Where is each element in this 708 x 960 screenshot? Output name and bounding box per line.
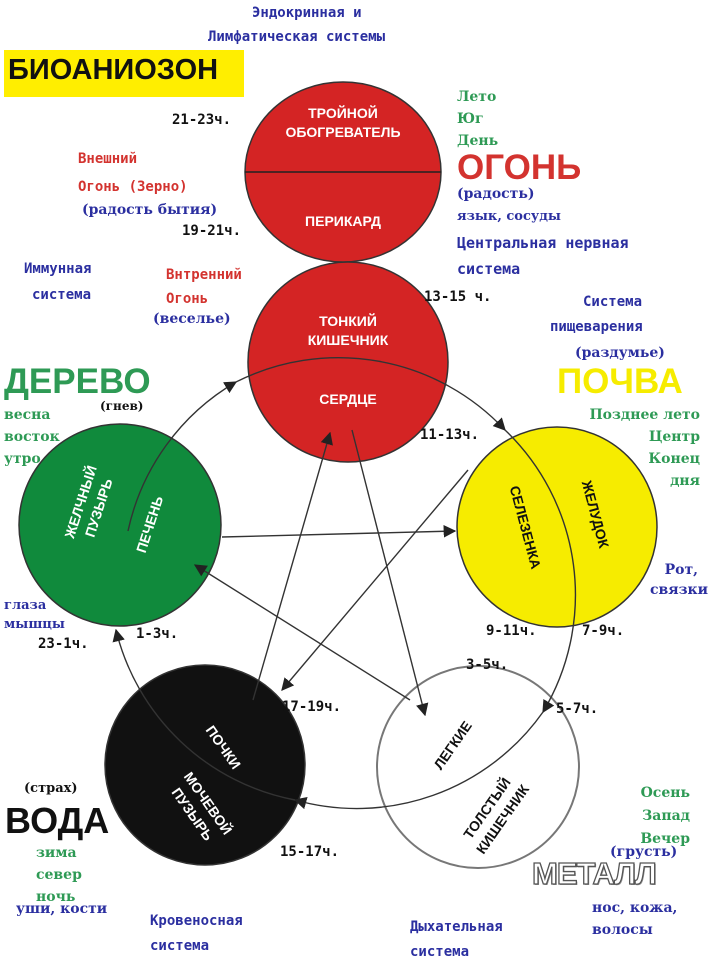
fire-direction: Юг bbox=[457, 111, 484, 127]
time-9-11: 9-11ч. bbox=[486, 623, 537, 639]
small-intestine-line1: ТОНКИЙ bbox=[319, 313, 377, 329]
time-21-23: 21-23ч. bbox=[172, 112, 232, 128]
earth-emotion: (раздумье) bbox=[575, 345, 665, 361]
immune-label-2: система bbox=[32, 287, 92, 303]
pericardium-label: ПЕРИКАРД bbox=[305, 213, 381, 229]
water-season-list: зима север ночь bbox=[36, 842, 82, 908]
immune-label-1: Иммунная bbox=[24, 261, 92, 277]
fire-emotion: (радость) bbox=[457, 186, 535, 202]
lymphatic-system-label: Лимфатическая системы bbox=[208, 29, 386, 45]
time-7-9: 7-9ч. bbox=[582, 623, 625, 639]
triple-warmer-line1: ТРОЙНОЙ bbox=[308, 105, 378, 121]
earth-time-2: дня bbox=[670, 473, 700, 489]
wood-circle bbox=[18, 423, 222, 627]
earth-sense-ligaments: связки bbox=[650, 582, 708, 598]
water-direction: север bbox=[36, 867, 82, 883]
time-15-17: 15-17ч. bbox=[280, 844, 340, 860]
cycle-arrow-water-wood bbox=[112, 628, 296, 801]
respiratory-label-1: Дыхательная bbox=[410, 919, 503, 935]
fire-time-of-day: День bbox=[457, 133, 499, 149]
circulatory-label-2: система bbox=[150, 938, 210, 954]
control-arrow-fire-metal bbox=[351, 429, 429, 717]
water-element-title: ВОДА bbox=[5, 800, 110, 841]
control-arrow-water-fire bbox=[252, 431, 333, 701]
time-1-3: 1-3ч. bbox=[136, 626, 179, 642]
inner-fire-label-2: Огонь bbox=[166, 291, 209, 307]
circulatory-label-1: Кровеносная bbox=[150, 913, 243, 929]
wood-element-title: ДЕРЕВО bbox=[4, 362, 151, 401]
fire-lower-circle bbox=[247, 261, 449, 463]
earth-element-title: ПОЧВА bbox=[557, 362, 683, 401]
digestive-label-1: Система bbox=[583, 294, 643, 310]
metal-direction: Запад bbox=[642, 808, 690, 824]
wood-season-list: весна восток утро bbox=[4, 404, 60, 470]
respiratory-label-2: система bbox=[410, 944, 470, 960]
control-arrow-earth-water bbox=[281, 469, 469, 691]
metal-sense-nose-skin: нос, кожа, bbox=[592, 900, 678, 916]
cns-label-1: Центральная нервная bbox=[457, 234, 629, 252]
small-intestine-label: ТОНКИЙ КИШЕЧНИК bbox=[265, 312, 431, 350]
metal-circle bbox=[376, 665, 580, 869]
digestive-label-2: пищеварения bbox=[550, 319, 643, 335]
metal-organs-sense: нос, кожа, волосы bbox=[592, 897, 677, 941]
water-circle bbox=[104, 664, 306, 866]
outer-fire-emotion: (радость бытия) bbox=[82, 202, 218, 218]
time-5-7: 5-7ч. bbox=[556, 701, 599, 717]
time-3-5: 3-5ч. bbox=[466, 657, 509, 673]
metal-season: Осень bbox=[640, 785, 690, 801]
fire-season: Лето bbox=[457, 89, 497, 105]
page-title: БИОАНИОЗОН bbox=[4, 50, 244, 97]
endocrine-system-label: Эндокринная и bbox=[252, 5, 362, 21]
water-season: зима bbox=[36, 845, 77, 861]
fire-element-title: ОГОНЬ bbox=[457, 148, 582, 187]
water-organs-sense: уши, кости bbox=[16, 901, 108, 917]
control-arrow-wood-earth bbox=[221, 524, 457, 538]
wood-emotion: (гнев) bbox=[100, 399, 144, 413]
cycle-arrow-metal-water bbox=[293, 711, 544, 810]
inner-fire-label-1: Внтренний bbox=[166, 267, 242, 283]
control-arrow-metal-wood bbox=[193, 564, 411, 701]
time-17-19: 17-19ч. bbox=[282, 699, 342, 715]
time-23-1: 23-1ч. bbox=[38, 636, 89, 652]
metal-emotion: (грусть) bbox=[610, 844, 678, 860]
time-11-13: 11-13ч. bbox=[420, 427, 480, 443]
metal-time-of-day: Вечер bbox=[640, 831, 690, 847]
wood-sense-muscles: мышцы bbox=[4, 617, 65, 632]
water-time-of-day: ночь bbox=[36, 889, 76, 905]
triple-warmer-label: ТРОЙНОЙ ОБОГРЕВАТЕЛЬ bbox=[260, 104, 426, 142]
outer-fire-label-1: Внешний bbox=[78, 151, 138, 167]
earth-organs-sense: Рот, связки bbox=[650, 560, 708, 600]
cycle-arrow-wood-fire bbox=[127, 381, 238, 532]
time-13-15: 13-15 ч. bbox=[424, 289, 492, 305]
earth-direction: Центр bbox=[648, 429, 700, 445]
inner-fire-emotion: (веселье) bbox=[153, 311, 231, 327]
earth-time-1: Конец bbox=[648, 451, 700, 467]
small-intestine-line2: КИШЕЧНИК bbox=[307, 331, 389, 348]
wood-season: весна bbox=[4, 407, 51, 423]
wood-organs-sense: глаза мышцы bbox=[4, 596, 65, 634]
wood-direction: восток bbox=[4, 429, 60, 445]
cycle-arrow-earth-metal bbox=[504, 429, 577, 714]
fire-organs-sense: язык, сосуды bbox=[457, 209, 561, 224]
earth-season: Позднее лето bbox=[589, 407, 700, 423]
heart-label: СЕРДЦЕ bbox=[319, 391, 377, 407]
wood-sense-eyes: глаза bbox=[4, 598, 47, 613]
metal-sense-hair: волосы bbox=[592, 922, 653, 938]
cns-label-2: система bbox=[457, 260, 521, 278]
cycle-arrow-fire-earth bbox=[235, 357, 506, 431]
outer-fire-label-2: Огонь (Зерно) bbox=[78, 179, 188, 195]
triple-warmer-line2: ОБОГРЕВАТЕЛЬ bbox=[285, 123, 401, 140]
wood-time-of-day: утро bbox=[4, 451, 41, 467]
earth-sense-mouth: Рот, bbox=[664, 562, 698, 578]
time-19-21: 19-21ч. bbox=[182, 223, 242, 239]
water-emotion: (страх) bbox=[24, 781, 78, 796]
metal-element-title: МЕТАЛЛ bbox=[531, 856, 657, 891]
earth-circle bbox=[456, 426, 658, 628]
